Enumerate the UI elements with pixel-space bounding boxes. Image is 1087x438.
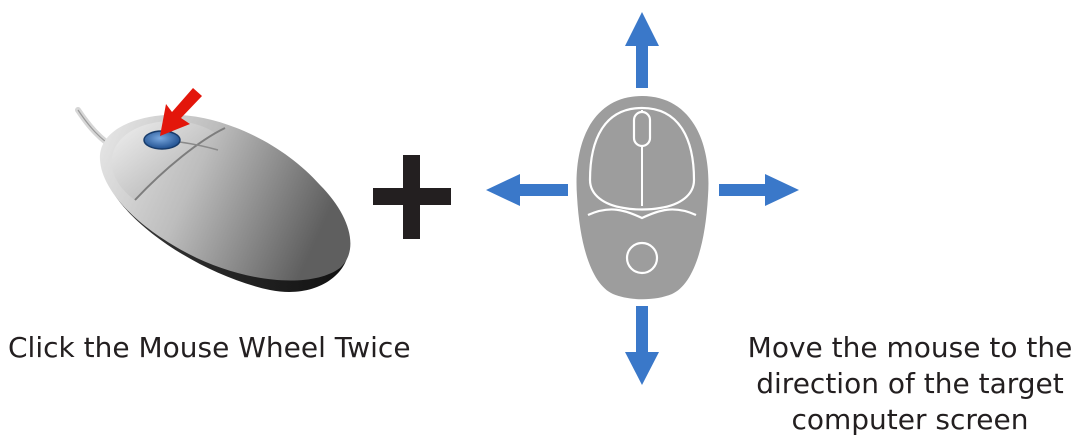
- mouse-top-buttons: [588, 106, 696, 211]
- mouse-top-view-icon: [576, 96, 709, 300]
- mouse-button-divider: [134, 127, 226, 201]
- mouse-wheel-click-icon: [75, 107, 351, 292]
- arrow-right-icon: [719, 174, 799, 206]
- arrow-up-icon: [625, 12, 659, 88]
- mouse-top-sensor: [625, 241, 659, 275]
- arrow-left-icon: [486, 174, 568, 206]
- mouse-top-wheel: [632, 110, 652, 148]
- caption-move-mouse: Move the mouse to the direction of the t…: [747, 331, 1073, 436]
- red-arrow-icon: [160, 88, 202, 136]
- caption-click-wheel: Click the Mouse Wheel Twice: [8, 331, 411, 364]
- arrow-down-icon: [625, 306, 659, 385]
- plus-icon: [373, 155, 451, 239]
- mouse-shell-highlight: [111, 121, 215, 200]
